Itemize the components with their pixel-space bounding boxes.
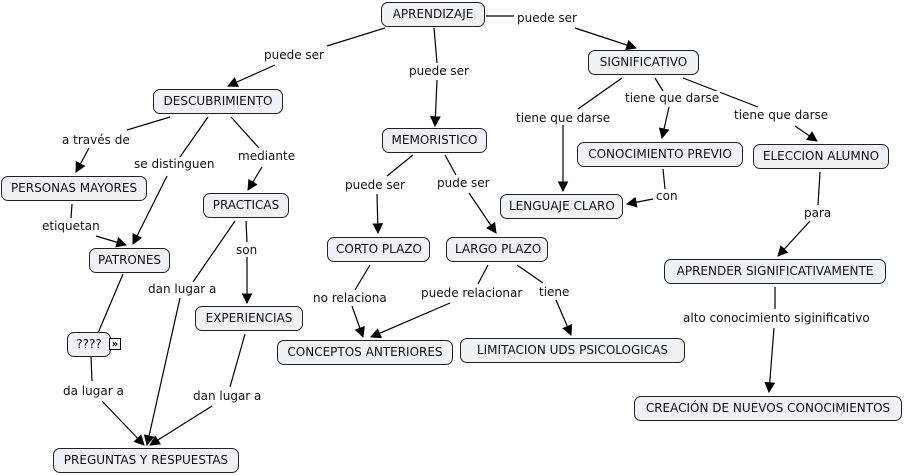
concept-limitacion-uds-psicologicas[interactable]: LIMITACION UDS PSICOLOGICAS [460,338,685,363]
link-label: dan lugar a [147,282,218,296]
link-label: para [803,206,833,220]
link-label: etiquetan [41,219,101,233]
concept-conceptos-anteriores[interactable]: CONCEPTOS ANTERIORES [277,340,453,365]
edge [764,327,776,394]
link-label: puede ser [344,178,406,192]
edge [555,299,573,336]
link-label: puede ser [408,64,470,78]
concept-lenguaje-claro[interactable]: LENGUAJE CLARO [500,194,623,219]
link-label: tiene que darse [624,91,721,105]
link-label: son [235,243,259,257]
link-label: alto conocimiento siginificativo [682,311,871,325]
edge [75,147,90,173]
edge [817,171,821,206]
concept-aprendizaje[interactable]: APRENDIZAJE [381,2,485,27]
edge [132,175,168,245]
concept-eleccion-alumno[interactable]: ELECCION ALUMNO [753,144,889,169]
expand-icon[interactable]: » [109,338,121,350]
edge [477,264,489,285]
edge [354,264,371,291]
concept-significativo[interactable]: SIGNIFICATIVO [588,50,699,75]
link-label: con [655,189,679,203]
edge [468,192,497,234]
link-label: puede ser [263,48,325,62]
link-label: da lugar a [62,384,125,398]
edge [90,355,93,382]
edge [777,220,811,257]
edge [370,302,451,339]
edge [247,166,263,191]
concept-practicas[interactable]: PRACTICAS [203,193,289,218]
edge [658,106,670,140]
concept-preguntas-y-respuestas[interactable]: PREGUNTAS Y RESPUESTAS [53,448,239,473]
concept-conocimiento-previo[interactable]: CONOCIMIENTO PREVIO [577,142,743,167]
edge [444,154,457,176]
link-label: tiene [538,285,571,299]
concept-interrogantes[interactable]: ???? [67,332,111,357]
edge [654,77,664,92]
concept-corto-plazo[interactable]: CORTO PLAZO [327,237,430,262]
edge [227,64,276,87]
link-label: mediante [237,149,297,163]
link-label: se distinguen [133,157,216,171]
concept-descubrimiento[interactable]: DESCUBRIMIENTO [153,89,283,114]
concept-personas-mayores[interactable]: PERSONAS MAYORES [1,176,147,201]
edge [386,154,414,177]
link-label: no relaciona [312,291,388,305]
link-label: tiene que darse [515,111,612,125]
edge [577,77,623,110]
concept-experiencias[interactable]: EXPERIENCIAS [195,306,303,331]
edge [245,220,248,243]
link-label: puede relacionar [420,286,524,300]
edge [230,116,260,149]
edge [70,203,73,219]
concept-patrones[interactable]: PATRONES [89,248,170,273]
link-label: tiene que darse [733,108,830,122]
edge [794,125,818,142]
edge [430,79,441,128]
edge [101,400,145,446]
edge [351,305,365,339]
edge [662,168,666,190]
edge [97,273,124,334]
concept-largo-plazo[interactable]: LARGO PLAZO [446,237,548,262]
link-label: a través de [61,133,131,147]
edge [326,27,386,47]
link-label: dan lugar a [192,389,263,403]
concept-memoristico[interactable]: MEMORISTICO [382,128,487,153]
edge [625,196,654,208]
link-label: puede ser [516,11,578,25]
edge [149,405,213,446]
edge [126,116,171,131]
concept-creacion-nuevos-conocimientos[interactable]: CREACIÓN DE NUEVOS CONOCIMIENTOS [634,396,902,421]
edge [574,27,638,51]
edge [682,77,759,108]
edge [516,264,544,284]
edge [192,220,236,283]
edge [143,297,181,447]
concept-aprender-significativamente[interactable]: APRENDER SIGNIFICATIVAMENTE [664,259,886,284]
edge [372,193,384,235]
edge [433,27,438,64]
edge [229,333,246,388]
edge [95,235,128,248]
edge [179,116,209,158]
link-label: pude ser [436,176,491,190]
